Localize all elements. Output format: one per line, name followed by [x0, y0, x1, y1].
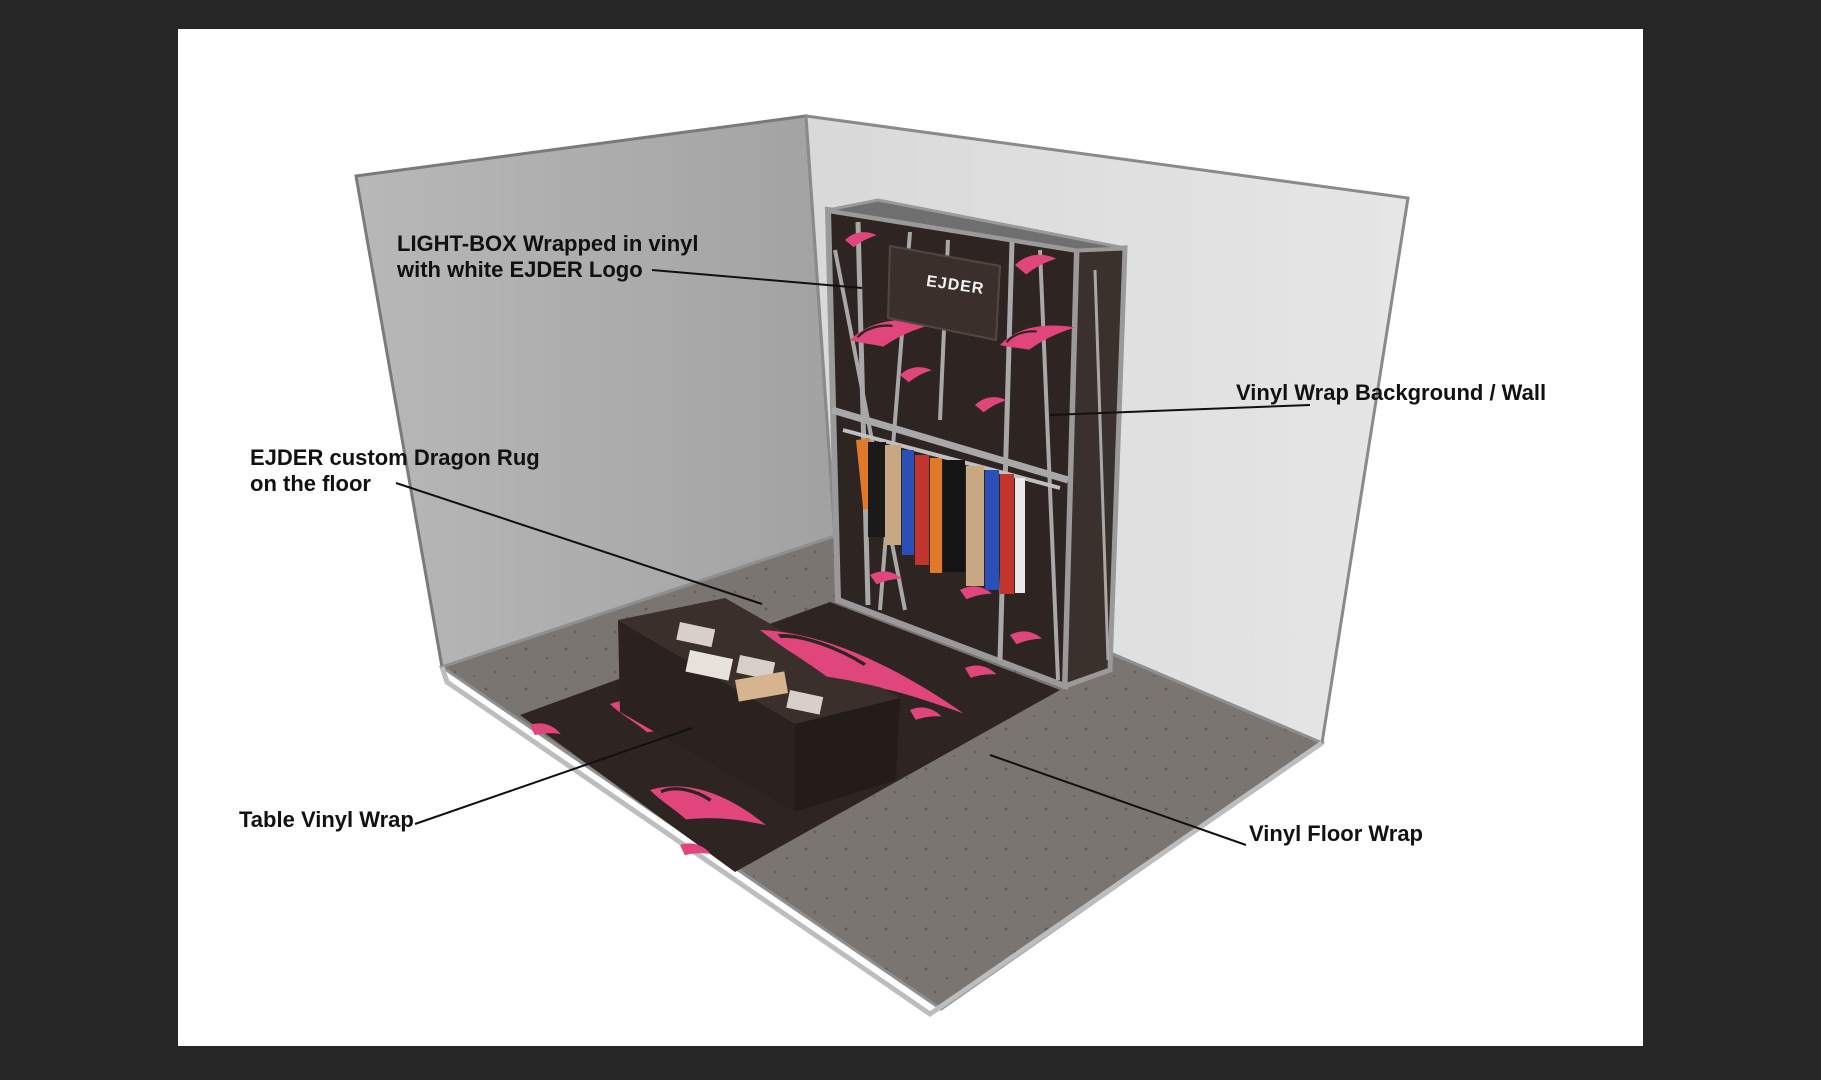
callout-lightbox-line1: LIGHT-BOX Wrapped in vinyl [397, 231, 699, 256]
callout-rug: EJDER custom Dragon Rug on the floor [250, 445, 540, 497]
leader-wall [1049, 404, 1311, 416]
callout-lightbox: LIGHT-BOX Wrapped in vinyl with white EJ… [397, 231, 699, 283]
callout-lightbox-line2: with white EJDER Logo [397, 257, 643, 282]
garments [856, 438, 1025, 594]
leader-lines [395, 269, 1311, 846]
table-side [795, 698, 900, 812]
leader-lightbox [651, 269, 863, 289]
callout-table: Table Vinyl Wrap [239, 807, 414, 832]
table-front [618, 620, 795, 812]
leader-rug [395, 482, 763, 605]
callout-rug-line2: on the floor [250, 471, 371, 496]
ejder-logo-panel [886, 244, 1002, 342]
callout-rug-line1: EJDER custom Dragon Rug [250, 445, 540, 470]
leader-floor [989, 754, 1247, 846]
callout-floor: Vinyl Floor Wrap [1249, 821, 1423, 846]
leader-table [414, 727, 693, 825]
callout-wall: Vinyl Wrap Background / Wall [1236, 380, 1547, 405]
